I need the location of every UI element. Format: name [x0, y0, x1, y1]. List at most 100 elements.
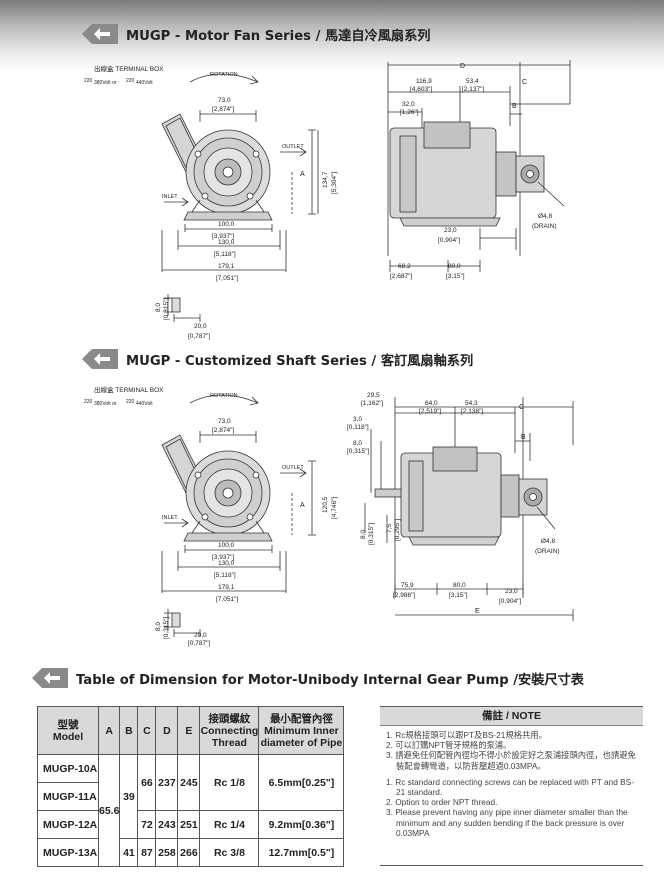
svg-text:23,0: 23,0: [444, 227, 457, 234]
svg-text:[0,315"]: [0,315"]: [347, 448, 369, 455]
inlet-label: INLET: [162, 194, 178, 200]
note-item: 3. Please prevent having any pipe inner …: [386, 807, 628, 838]
arrow-icon: [80, 348, 120, 370]
svg-text:130,0: 130,0: [218, 560, 235, 567]
arrow-icon: [80, 23, 120, 45]
svg-text:440Volt: 440Volt: [136, 401, 153, 407]
table-row: MUGP-10A 65.6 39 66 237 245 Rc 1/8 6.5mm…: [37, 754, 345, 867]
svg-text:54,3: 54,3: [465, 400, 478, 407]
section-title: MUGP - Customized Shaft Series / 客訂風扇軸系列: [126, 353, 474, 369]
svg-text:[2,138"]: [2,138"]: [461, 408, 483, 415]
svg-text:[2,137"]: [2,137"]: [462, 86, 484, 93]
note-item: 1. Rc standard connecting screws can be …: [386, 776, 634, 798]
note-header: 備註 / NOTE: [380, 707, 643, 726]
svg-text:53,4: 53,4: [466, 78, 479, 85]
svg-text:73,0: 73,0: [218, 418, 231, 425]
rotation-label: ROTATION: [210, 72, 238, 78]
inlet-label: INLET: [162, 515, 178, 521]
svg-text:130,0: 130,0: [218, 239, 235, 246]
svg-text:73,0: 73,0: [218, 97, 231, 104]
svg-text:[5,118"]: [5,118"]: [214, 572, 236, 579]
svg-text:179,1: 179,1: [218, 584, 235, 591]
svg-text:[3,937"]: [3,937"]: [212, 554, 234, 561]
svg-text:8,0: 8,0: [360, 530, 367, 539]
svg-text:[2,874"]: [2,874"]: [212, 106, 234, 113]
svg-text:[0,904"]: [0,904"]: [499, 598, 521, 605]
motor-fan-front-view-drawing: 出線盒 TERMINAL BOX 220 380Volt or 220 440V…: [84, 64, 338, 340]
svg-text:380Volt or: 380Volt or: [94, 401, 117, 407]
svg-text:[3,15"]: [3,15"]: [449, 592, 468, 599]
note-list-en: 1. Rc standard connecting screws can be …: [380, 777, 643, 838]
svg-text:220: 220: [126, 78, 135, 84]
outlet-label: OUTLET: [282, 465, 304, 471]
svg-text:[0,315"]: [0,315"]: [163, 617, 170, 639]
svg-text:8,0: 8,0: [155, 303, 162, 312]
svg-text:8,0: 8,0: [353, 440, 362, 447]
svg-text:(DRAIN): (DRAIN): [535, 548, 560, 555]
svg-text:B: B: [512, 103, 517, 110]
svg-text:[2,687"]: [2,687"]: [390, 273, 412, 280]
svg-text:[3,937"]: [3,937"]: [212, 233, 234, 240]
rotation-label: ROTATION: [210, 393, 238, 399]
note-item: 3. 請避免任何配管內徑均不得小於設定好之泵浦接頭內徑，也請避免裝配會轉彎道，以…: [386, 750, 636, 771]
svg-text:220: 220: [126, 399, 135, 405]
svg-text:100,0: 100,0: [218, 542, 235, 549]
svg-text:[0,315"]: [0,315"]: [368, 523, 375, 545]
svg-text:179,1: 179,1: [218, 263, 235, 270]
table-row: MUGP-13A 41 87 258 266 Rc 3/8 12.7mm[0.5…: [37, 838, 345, 867]
svg-text:20,0: 20,0: [194, 323, 207, 330]
svg-text:[4,603"]: [4,603"]: [410, 86, 432, 93]
svg-text:[7,051"]: [7,051"]: [216, 596, 238, 603]
terminal-box-label: 出線盒 TERMINAL BOX: [94, 64, 164, 73]
header-c: C: [137, 706, 157, 755]
header-a: A: [97, 706, 121, 755]
svg-text:[5,304"]: [5,304"]: [331, 172, 338, 194]
note-panel: 備註 / NOTE 1. Rc規格接頭可以跟PT及BS-21規格共用。 2. 可…: [380, 706, 643, 866]
svg-text:B: B: [521, 434, 526, 441]
svg-text:[4,746"]: [4,746"]: [331, 497, 338, 519]
svg-text:C: C: [519, 404, 524, 411]
svg-text:220: 220: [84, 399, 93, 405]
svg-text:68,2: 68,2: [398, 263, 411, 270]
svg-text:Ø4,8: Ø4,8: [538, 213, 552, 220]
svg-text:[0,315"]: [0,315"]: [163, 298, 170, 320]
svg-text:[5,118"]: [5,118"]: [214, 251, 236, 258]
svg-text:Ø4,8: Ø4,8: [541, 538, 555, 545]
svg-text:C: C: [522, 79, 527, 86]
svg-text:A: A: [300, 502, 305, 509]
svg-text:[2,874"]: [2,874"]: [212, 427, 234, 434]
svg-text:[1,26"]: [1,26"]: [400, 109, 419, 116]
svg-text:80,0: 80,0: [453, 582, 466, 589]
section-title: MUGP - Motor Fan Series / 馬達自冷風扇系列: [126, 28, 431, 44]
section-heading-dimension-table: Table of Dimension for Motor-Unibody Int…: [30, 666, 584, 690]
note-item: 2. 可以訂購NPT管牙規格的泵浦。: [386, 740, 512, 751]
section-heading-custom-shaft: MUGP - Customized Shaft Series / 客訂風扇軸系列: [80, 347, 473, 371]
svg-text:(DRAIN): (DRAIN): [532, 223, 557, 230]
svg-text:[0,787"]: [0,787"]: [188, 640, 210, 647]
svg-text:[0,787"]: [0,787"]: [188, 333, 210, 340]
svg-text:134,7: 134,7: [322, 171, 329, 188]
svg-text:8,0: 8,0: [155, 622, 162, 631]
note-item: 1. Rc規格接頭可以跟PT及BS-21規格共用。: [386, 730, 547, 740]
svg-text:[1,162"]: [1,162"]: [361, 400, 383, 407]
svg-text:3,0: 3,0: [353, 416, 362, 423]
svg-text:220: 220: [84, 78, 93, 84]
svg-text:[3,15"]: [3,15"]: [446, 273, 465, 280]
terminal-box-label: 出線盒 TERMINAL BOX: [94, 385, 164, 394]
svg-text:32,0: 32,0: [402, 101, 415, 108]
header-e: E: [177, 706, 201, 755]
svg-text:[0,118"]: [0,118"]: [347, 424, 369, 431]
svg-text:D: D: [460, 63, 465, 70]
svg-text:[0,904"]: [0,904"]: [438, 237, 460, 244]
note-list-zh: 1. Rc規格接頭可以跟PT及BS-21規格共用。 2. 可以訂購NPT管牙規格…: [380, 726, 643, 771]
header-d: D: [155, 706, 179, 755]
svg-text:440Volt: 440Volt: [136, 80, 153, 86]
table-row: MUGP-11A: [37, 782, 344, 811]
svg-text:7,5: 7,5: [386, 524, 393, 533]
header-b: B: [119, 706, 139, 755]
